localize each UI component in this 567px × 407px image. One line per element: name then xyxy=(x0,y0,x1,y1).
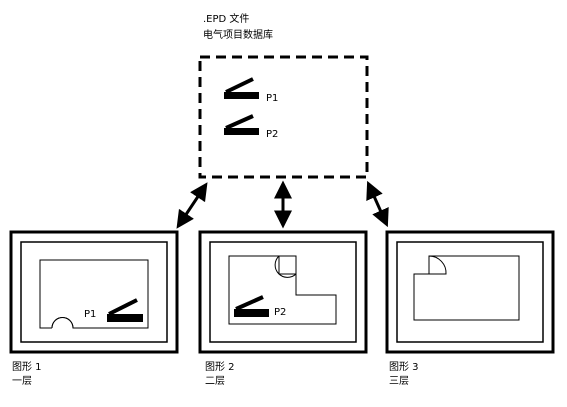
database-item-p1-symbol xyxy=(224,77,259,99)
drawing-2-layer: 二层 xyxy=(205,376,225,387)
drawing-3-outer-frame xyxy=(385,230,555,354)
drawing-2-outer-frame xyxy=(198,230,368,354)
drawing-3-inner-frame xyxy=(396,241,544,343)
database-item-p2-symbol xyxy=(224,114,259,135)
drawing-1-inner-frame xyxy=(20,241,168,343)
database-subtitle: 电气项目数据库 xyxy=(203,30,273,41)
drawing-1-outer-frame xyxy=(9,230,179,354)
drawing-3-floor-outline xyxy=(413,255,520,321)
arrow-drawing-1-database xyxy=(176,182,208,229)
drawing-1-door-arc xyxy=(51,317,74,329)
drawing-2-p2-symbol xyxy=(234,295,269,317)
drawing-3-layer: 三层 xyxy=(389,376,409,387)
drawing-3-corner-arc xyxy=(428,255,447,275)
drawing-1-layer: 一层 xyxy=(12,376,32,387)
drawing-2-floor-outline xyxy=(228,255,337,325)
project-database: P1 P2 xyxy=(198,55,369,179)
drawing-2-inner-frame xyxy=(209,241,357,343)
drawing-2-notch xyxy=(278,255,297,275)
database-title: .EPD 文件 xyxy=(203,14,250,25)
database-dashed-box xyxy=(198,55,369,179)
drawing-1: P1 xyxy=(9,230,179,354)
drawing-1-p1-symbol xyxy=(107,298,143,322)
drawing-1-title: 图形 1 xyxy=(12,362,42,373)
drawing-2: P2 xyxy=(198,230,368,354)
drawing-3 xyxy=(385,230,555,354)
drawing-3-title: 图形 3 xyxy=(389,362,419,373)
drawing-2-title: 图形 2 xyxy=(205,362,235,373)
drawing-1-p1-label: P1 xyxy=(84,309,96,320)
arrow-drawing-3-database xyxy=(366,180,389,228)
drawing-2-p2-label: P2 xyxy=(274,307,286,318)
database-item-p2-label: P2 xyxy=(266,129,278,140)
database-item-p1-label: P1 xyxy=(266,93,278,104)
